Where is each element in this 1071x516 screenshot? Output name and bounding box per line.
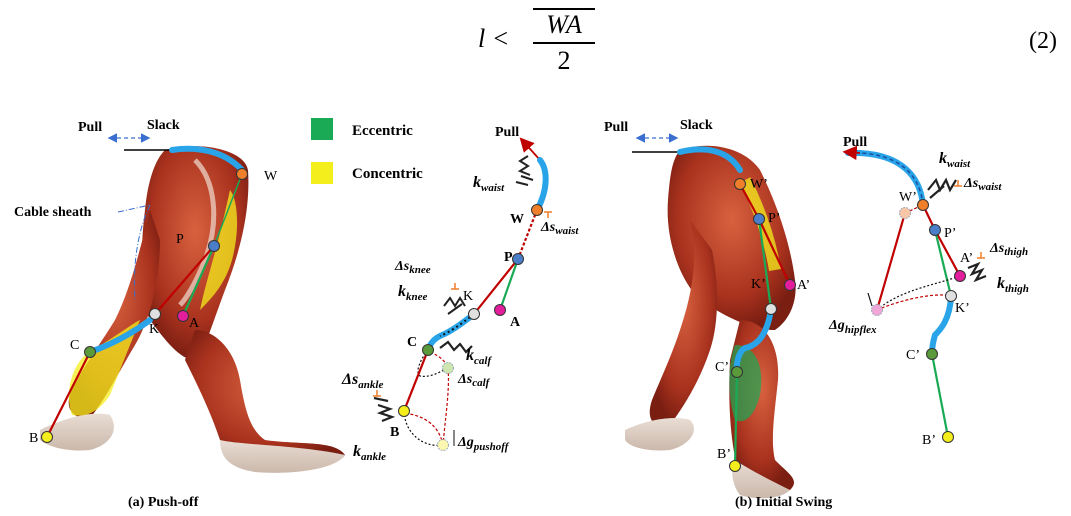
slack-label-a: Slack <box>147 118 180 133</box>
point-c-a <box>85 347 96 358</box>
point-w-b <box>735 179 746 190</box>
label-b-model-a: B <box>390 425 399 440</box>
pull-label-a: Pull <box>78 120 102 135</box>
label-p-model-a: P <box>504 250 513 265</box>
k-calf-a: kcalf <box>466 347 492 367</box>
caption-b: (b) Initial Swing <box>735 495 832 510</box>
label-w-b: W’ <box>750 177 768 192</box>
label-c-model-a: C <box>407 335 417 350</box>
label-p-a: P <box>176 232 184 247</box>
g-pushoff-a: Δgpushoff <box>457 435 510 453</box>
caption-a: (a) Push-off <box>128 495 199 510</box>
model-b: Pull kwaist Δswaist Δsthigh kthigh Δghip… <box>828 135 1029 448</box>
pull-label-b: Pull <box>604 120 628 135</box>
label-a-b: A’ <box>797 278 810 293</box>
k-waist-a: kwaist <box>473 174 505 194</box>
k-knee-a: kknee <box>398 283 428 303</box>
label-c-b: C’ <box>715 360 729 375</box>
label-a-model-b: A’ <box>960 251 973 266</box>
label-b-b: B’ <box>717 447 731 462</box>
point-b-a <box>42 432 53 443</box>
label-a-model-a: A <box>510 315 521 330</box>
s-knee-a: Δsknee <box>394 259 431 276</box>
label-k-model-b: K’ <box>955 301 970 316</box>
pull-label-model-a: Pull <box>495 125 519 140</box>
legend-swatch-concentric <box>311 162 333 184</box>
label-k-a: K <box>149 322 159 337</box>
label-a-a: A <box>189 316 200 331</box>
label-c-a: C <box>70 338 79 353</box>
label-k-b: K’ <box>751 277 766 292</box>
s-waist-b: Δswaist <box>963 176 1002 193</box>
legend-eccentric: Eccentric <box>352 123 413 139</box>
point-k-b <box>766 304 777 315</box>
label-w-a: W <box>264 169 278 184</box>
label-p-model-b: P’ <box>944 226 956 241</box>
cable-sheath-label: Cable sheath <box>14 205 92 220</box>
point-w-a <box>237 169 248 180</box>
point-b-b <box>730 461 741 472</box>
legend-swatch-eccentric <box>311 118 333 140</box>
k-thigh-b: kthigh <box>997 275 1029 295</box>
point-a-b <box>785 280 796 291</box>
label-w-model-a: W <box>510 212 524 227</box>
leg-a-illustration <box>40 146 345 473</box>
label-w-model-b: W’ <box>899 190 917 205</box>
g-hipflex-b: Δghipflex <box>828 318 877 336</box>
slack-label-b: Slack <box>680 118 713 133</box>
point-p-b <box>754 214 765 225</box>
label-c-model-b: C’ <box>906 348 920 363</box>
s-thigh-b: Δsthigh <box>989 241 1028 258</box>
s-waist-a: Δswaist <box>540 220 579 237</box>
point-a-a <box>178 311 189 322</box>
label-p-b: P’ <box>768 211 780 226</box>
label-b-model-b: B’ <box>922 433 936 448</box>
k-ankle-a: kankle <box>353 443 386 463</box>
s-ankle-a: Δsankle <box>341 371 383 391</box>
point-p-a <box>209 241 220 252</box>
legend-concentric: Concentric <box>352 166 423 182</box>
s-calf-a: Δscalf <box>457 372 491 389</box>
label-k-model-a: K <box>463 289 473 304</box>
pull-label-model-b: Pull <box>843 135 867 150</box>
point-c-b <box>732 367 743 378</box>
k-waist-b: kwaist <box>939 150 971 170</box>
point-k-a <box>150 309 161 320</box>
label-b-a: B <box>29 431 38 446</box>
